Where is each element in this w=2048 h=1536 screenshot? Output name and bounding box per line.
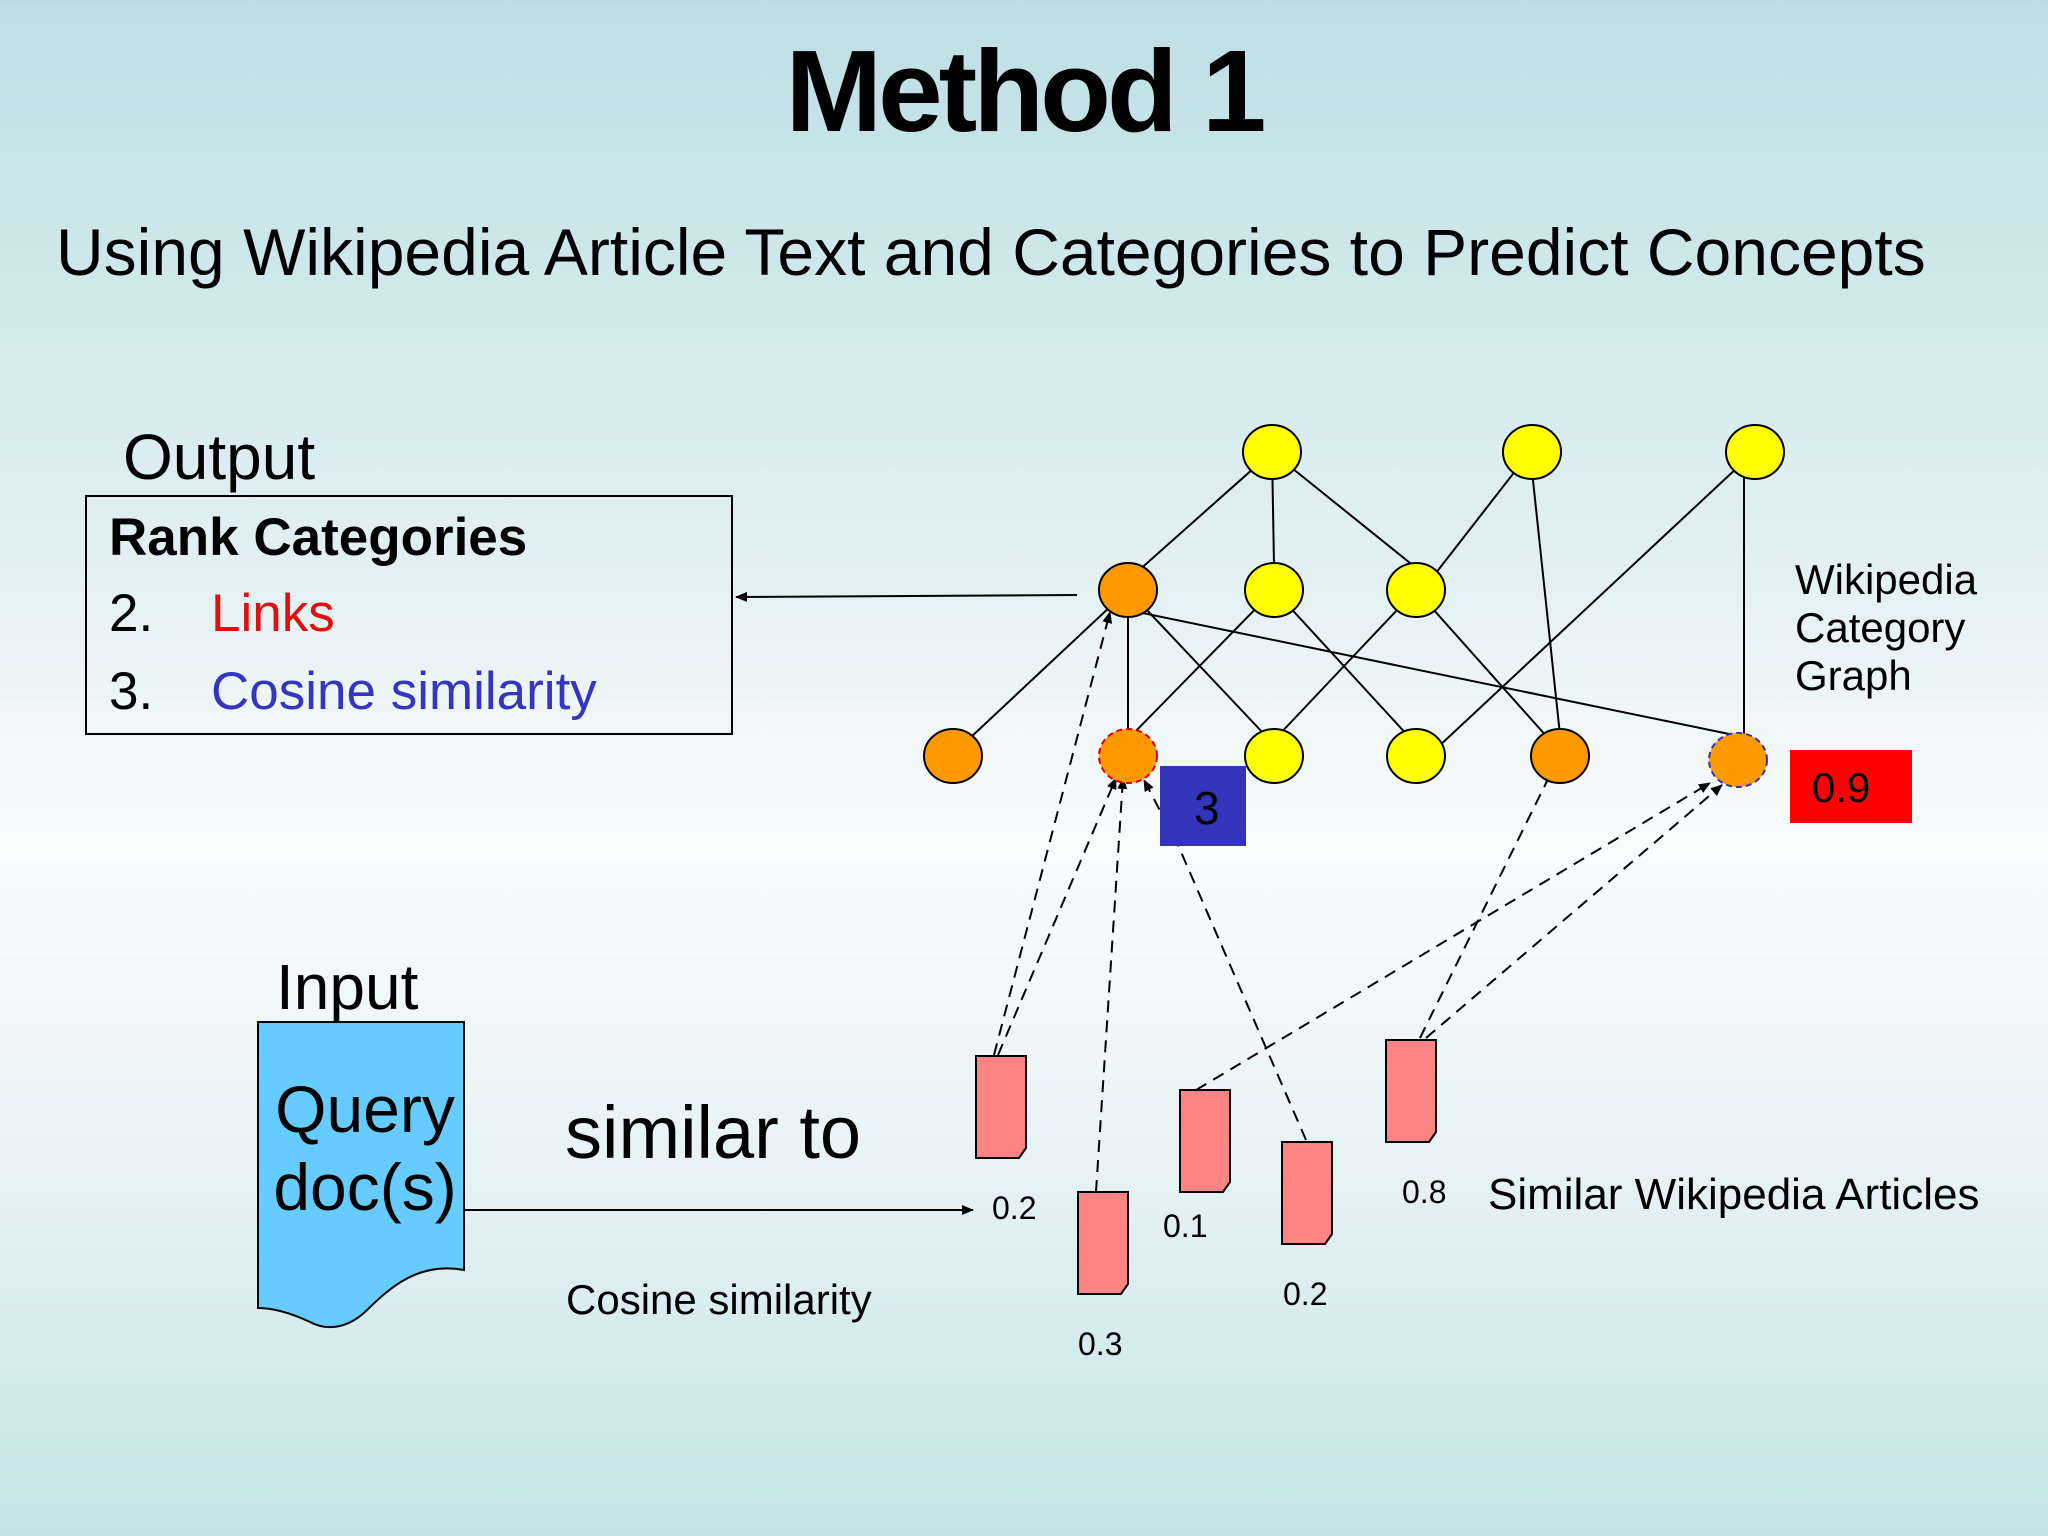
graph-label-line: Category — [1795, 604, 1966, 651]
category-node — [1244, 562, 1304, 618]
category-node — [1386, 728, 1446, 784]
edge — [1415, 589, 1549, 739]
dashed-arrow — [1195, 782, 1711, 1091]
edge — [1275, 589, 1417, 739]
article-score: 0.8 — [1402, 1174, 1447, 1210]
graph-label-line: Wikipedia — [1795, 556, 1978, 603]
edge — [1127, 589, 1265, 735]
query-line: doc(s) — [273, 1150, 457, 1224]
similar-to-label: similar to — [565, 1091, 862, 1174]
rank-badge-text: 3 — [1194, 782, 1220, 834]
dashed-line — [1177, 844, 1307, 1141]
article-score: 0.2 — [992, 1190, 1037, 1226]
edge — [969, 589, 1129, 739]
article-doc — [1385, 1039, 1437, 1143]
graph-label-line: Graph — [1795, 652, 1912, 699]
category-node — [1725, 424, 1785, 480]
output-arrow — [735, 591, 1078, 602]
query-line: Query — [275, 1072, 455, 1146]
category-node — [1386, 562, 1446, 618]
rank-categories-heading: Rank Categories — [109, 508, 528, 567]
dashed-arrow — [1095, 777, 1128, 1193]
output-box: Rank Categories 2. Links 3. Cosine similar… — [85, 495, 733, 735]
rank-item-cosine: 3. Cosine similarity — [109, 661, 597, 722]
category-node-selected — [1530, 728, 1590, 784]
slide-subtitle: Using Wikipedia Article Text and Categor… — [56, 215, 1926, 289]
articles — [975, 1039, 1437, 1295]
article-doc — [1281, 1141, 1333, 1245]
score-badge — [1790, 750, 1912, 823]
edge — [1271, 451, 1416, 568]
score-badge-text: 0.9 — [1812, 764, 1870, 811]
dashed-arrow — [1143, 779, 1179, 846]
rank-item-text: Cosine similarity — [211, 662, 597, 721]
graph-label: Wikipedia Category Graph — [1795, 556, 1977, 700]
category-node-selected — [923, 728, 983, 784]
similar-articles-label: Similar Wikipedia Articles — [1488, 1170, 1980, 1219]
output-label: Output — [123, 421, 316, 493]
dashed-arrow — [1425, 784, 1723, 1039]
article-score: 0.2 — [1283, 1276, 1328, 1312]
category-node-scored — [1708, 732, 1768, 788]
article-score: 0.3 — [1078, 1326, 1123, 1362]
article-doc — [975, 1055, 1027, 1159]
edge — [1130, 589, 1275, 737]
rank-item-number: 2. — [109, 584, 154, 643]
category-node-selected — [1098, 562, 1158, 618]
query-document-shape — [257, 1021, 465, 1329]
edge — [1273, 589, 1411, 739]
article-score: 0.1 — [1163, 1208, 1208, 1244]
input-label: Input — [276, 951, 419, 1023]
query-document-text: Query doc(s) — [258, 1070, 472, 1226]
edge — [1127, 451, 1273, 581]
article-doc — [1179, 1089, 1231, 1193]
category-node — [1244, 728, 1304, 784]
article-doc — [1077, 1191, 1129, 1295]
rank-badge — [1160, 766, 1246, 846]
cosine-similarity-label: Cosine similarity — [566, 1276, 872, 1323]
slide-title: Method 1 — [785, 26, 1266, 156]
category-node — [1502, 424, 1562, 480]
dashed-arrow — [993, 611, 1113, 1056]
graph-nodes — [923, 424, 1785, 788]
graph-edges — [969, 451, 1755, 763]
evidence-arrows — [993, 611, 1723, 1193]
edge — [1421, 451, 1755, 763]
rank-item-number: 3. — [109, 662, 154, 721]
rank-item-text: Links — [211, 584, 335, 643]
edge — [1127, 609, 1735, 736]
category-node-ranked — [1098, 728, 1158, 784]
rank-item-links: 2. Links — [109, 583, 335, 644]
dashed-arrow — [1419, 766, 1555, 1039]
category-node — [1242, 424, 1302, 480]
dashed-arrow — [997, 777, 1117, 1056]
edge — [1529, 451, 1561, 736]
